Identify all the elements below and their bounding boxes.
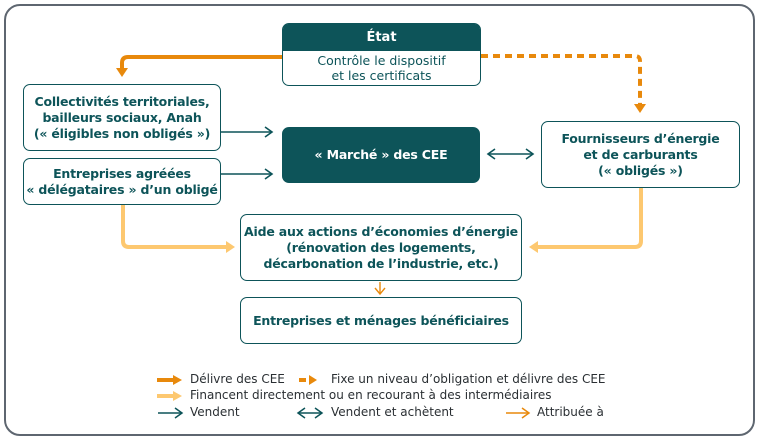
node-collectivites-label: Collectivités territoriales, bailleurs s… (33, 93, 211, 141)
legend-symbol-vendent-achetent (296, 407, 324, 419)
node-fournisseurs-label: Fournisseurs d’énergie et de carburants … (561, 130, 720, 178)
node-fournisseurs: Fournisseurs d’énergie et de carburants … (541, 121, 740, 188)
arrow-entreprises-to-marche (221, 168, 274, 180)
node-aide-label: Aide aux actions d’économies d’énergie (… (244, 223, 518, 271)
legend-delivre: Délivre des CEE (190, 372, 285, 386)
arrow-marche-fournisseurs-bidirectional (486, 148, 535, 160)
legend-vendent: Vendent (190, 405, 240, 419)
legend-symbol-fixe (299, 375, 317, 385)
legend-vendent-achetent: Vendent et achètent (331, 405, 454, 419)
legend-symbol-vendent (158, 407, 184, 419)
legend-symbol-delivre (157, 375, 182, 385)
node-beneficiaires-label: Entreprises et ménages bénéficiaires (253, 312, 509, 328)
arrow-etat-to-fournisseurs (481, 54, 642, 104)
arrow-entreprises-to-aide (121, 204, 226, 249)
legend-fixe: Fixe un niveau d’obligation et délivre d… (331, 372, 606, 386)
legend-symbol-financent (157, 391, 182, 401)
node-marche-label: « Marché » des CEE (314, 147, 448, 162)
arrow-collectivites-to-marche (221, 126, 274, 138)
arrowhead-etat-to-fournisseurs (634, 104, 646, 113)
node-etat-title: État (283, 24, 480, 51)
arrow-etat-to-collectivites (120, 55, 282, 70)
arrow-fournisseurs-to-aide (538, 188, 643, 249)
node-beneficiaires: Entreprises et ménages bénéficiaires (240, 297, 522, 344)
arrowhead-fournisseurs-to-aide (529, 241, 538, 253)
node-marche: « Marché » des CEE (282, 127, 480, 183)
node-entreprises-agreees-label: Entreprises agréées « délégataires » d’u… (26, 165, 218, 197)
legend-symbol-attribuee (506, 407, 531, 419)
node-entreprises-agreees: Entreprises agréées « délégataires » d’u… (23, 158, 221, 205)
legend-attribuee: Attribuée à (537, 405, 604, 419)
node-collectivites: Collectivités territoriales, bailleurs s… (23, 84, 221, 151)
arrowhead-entreprises-to-aide (226, 241, 235, 253)
arrow-aide-to-beneficiaires (374, 282, 386, 296)
node-aide: Aide aux actions d’économies d’énergie (… (240, 214, 522, 281)
legend-financent: Financent directement ou en recourant à … (190, 388, 552, 402)
node-etat: État Contrôle le dispositif et les certi… (282, 23, 481, 86)
node-etat-body: Contrôle le dispositif et les certificat… (317, 53, 446, 83)
arrowhead-etat-to-collectivites (116, 68, 128, 77)
